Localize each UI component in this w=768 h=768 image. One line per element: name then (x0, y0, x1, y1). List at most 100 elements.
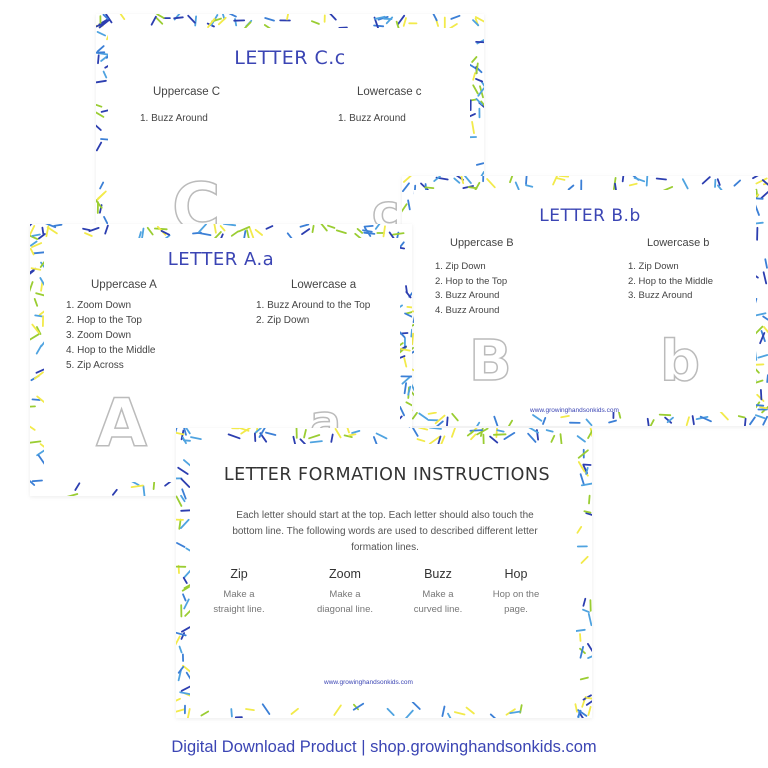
confetti-sprinkle (716, 184, 723, 192)
confetti-sprinkle (472, 72, 476, 81)
confetti-sprinkle (402, 182, 410, 193)
confetti-sprinkle (744, 417, 747, 426)
confetti-sprinkle (579, 633, 582, 642)
confetti-sprinkle (716, 178, 721, 186)
confetti-sprinkle (45, 225, 50, 238)
confetti-sprinkle (35, 368, 45, 374)
confetti-sprinkle (31, 479, 43, 483)
confetti-sprinkle (514, 181, 520, 191)
confetti-sprinkle (183, 598, 190, 610)
confetti-sprinkle (96, 45, 105, 53)
confetti-sprinkle (433, 176, 441, 182)
confetti-sprinkle (587, 429, 592, 440)
confetti-sprinkle (453, 177, 461, 184)
confetti-sprinkle (301, 228, 311, 236)
step-item: 2. Hop to the Top (66, 315, 142, 326)
confetti-sprinkle (666, 416, 674, 424)
confetti-sprinkle (207, 17, 216, 29)
confetti-sprinkle (418, 428, 429, 431)
confetti-sprinkle (621, 176, 625, 183)
term-label: Hop (504, 567, 528, 581)
confetti-sprinkle (507, 419, 513, 426)
confetti-sprinkle (102, 14, 110, 21)
confetti-sprinkle (352, 703, 360, 711)
confetti-sprinkle (176, 635, 181, 646)
confetti-sprinkle (402, 176, 412, 183)
confetti-sprinkle (580, 482, 592, 487)
confetti-sprinkle (177, 466, 189, 475)
step-item: 4. Hop to the Middle (66, 345, 156, 356)
confetti-sprinkle (230, 230, 240, 237)
confetti-sprinkle (180, 478, 191, 488)
confetti-sprinkle (577, 709, 582, 718)
confetti-sprinkle (30, 440, 42, 444)
confetti-sprinkle (404, 312, 412, 318)
confetti-sprinkle (53, 224, 63, 227)
confetti-sprinkle (35, 344, 43, 355)
confetti-sprinkle (469, 429, 484, 432)
confetti-sprinkle (655, 177, 667, 181)
confetti-sprinkle (755, 177, 768, 185)
confetti-sprinkle (560, 414, 570, 419)
confetti-sprinkle (176, 631, 187, 637)
confetti-sprinkle (576, 526, 583, 534)
confetti-sprinkle (435, 420, 444, 426)
confetti-sprinkle (475, 98, 483, 106)
confetti-sprinkle (559, 433, 563, 445)
confetti-sprinkle (333, 704, 342, 716)
card-title: LETTER B.b (539, 206, 641, 226)
confetti-sprinkle (492, 433, 507, 436)
confetti-sprinkle (30, 333, 40, 341)
step-item: 3. Buzz Around (435, 290, 500, 301)
lowercase-heading: Lowercase c (357, 86, 422, 98)
confetti-sprinkle (181, 585, 191, 592)
confetti-sprinkle (44, 224, 57, 229)
lowercase-steps: 1. Buzz Around (338, 111, 406, 126)
confetti-sprinkle (579, 645, 585, 659)
confetti-sprinkle (186, 708, 191, 718)
confetti-sprinkle (402, 17, 407, 27)
confetti-sprinkle (403, 382, 408, 395)
confetti-sprinkle (450, 14, 461, 20)
confetti-sprinkle (759, 332, 766, 345)
confetti-sprinkle (351, 430, 361, 434)
confetti-sprinkle (399, 406, 406, 417)
term-desc: curved line. (413, 604, 463, 615)
confetti-sprinkle (586, 642, 592, 653)
confetti-sprinkle (104, 224, 109, 235)
confetti-sprinkle (31, 233, 41, 237)
confetti-sprinkle (437, 435, 442, 446)
confetti-sprinkle (348, 433, 357, 437)
confetti-sprinkle (475, 162, 484, 166)
confetti-sprinkle (754, 221, 764, 225)
confetti-sprinkle (410, 328, 412, 338)
confetti-sprinkle (254, 428, 262, 434)
confetti-sprinkle (30, 247, 35, 256)
confetti-sprinkle (30, 240, 38, 247)
confetti-sprinkle (329, 14, 337, 21)
confetti-sprinkle (182, 576, 188, 585)
term-desc: Hop on the (492, 589, 540, 600)
confetti-sprinkle (130, 484, 144, 489)
confetti-sprinkle (432, 14, 438, 22)
confetti-sprinkle (509, 176, 514, 184)
confetti-sprinkle (374, 224, 381, 230)
confetti-sprinkle (587, 612, 592, 627)
card-title: LETTER C.c (234, 47, 346, 69)
confetti-sprinkle (31, 242, 43, 249)
confetti-sprinkle (258, 428, 266, 438)
confetti-sprinkle (470, 433, 477, 441)
confetti-sprinkle (391, 232, 405, 236)
confetti-sprinkle (450, 428, 457, 438)
confetti-sprinkle (754, 325, 764, 335)
step-item: 2. Zip Down (256, 315, 310, 326)
confetti-sprinkle (84, 232, 93, 237)
confetti-sprinkle (754, 414, 766, 420)
confetti-sprinkle (180, 518, 190, 529)
confetti-sprinkle (477, 87, 484, 97)
confetti-sprinkle (582, 463, 592, 466)
confetti-sprinkle (446, 416, 449, 426)
confetti-sprinkle (658, 413, 672, 417)
confetti-sprinkle (31, 398, 41, 401)
confetti-sprinkle (221, 14, 226, 21)
